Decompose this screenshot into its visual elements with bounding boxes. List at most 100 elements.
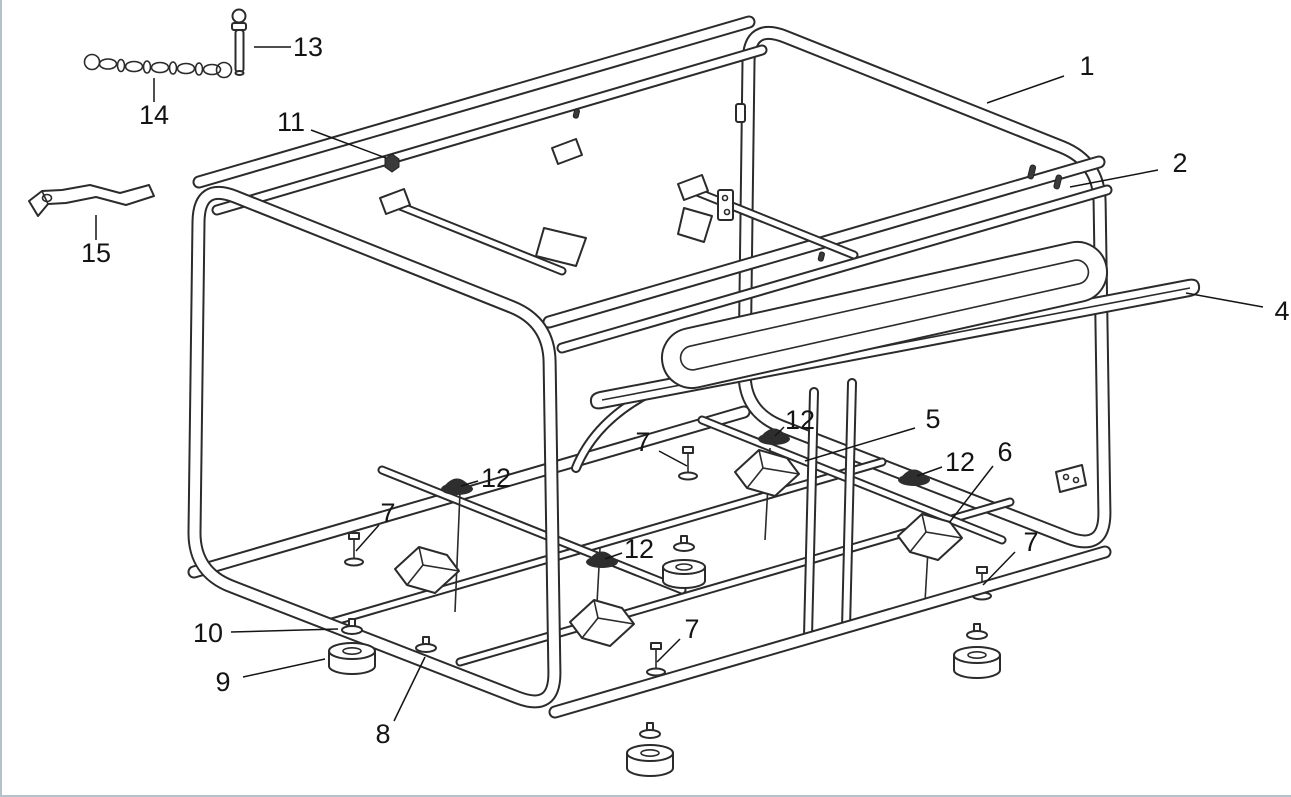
mount-bracket-front-right (569, 599, 635, 647)
callout-7c-label: 7 (1023, 527, 1038, 557)
callout-7a-label: 7 (635, 427, 650, 457)
leader-line-8 (393, 656, 426, 722)
callout-11-label: 11 (277, 107, 305, 137)
frame-top-left-tube-fill (194, 17, 754, 187)
washer-bolt-front (639, 722, 661, 739)
leader-line-7b (355, 524, 380, 552)
leader-line-4 (1185, 292, 1264, 308)
rubber-mounts (441, 428, 930, 568)
top-support-bracket-right (677, 207, 713, 243)
small-bolt-top-2 (817, 251, 825, 262)
loose-parts (28, 8, 247, 217)
callout-4-label: 4 (1274, 296, 1289, 326)
handle-assembly (589, 241, 1201, 410)
engine-bed-rail-front-fill (379, 467, 685, 593)
leader-line-7a (658, 450, 688, 467)
mount-bracket-back-right (897, 513, 963, 561)
mount-bracket-front-left (394, 546, 460, 594)
foot-front (626, 744, 674, 777)
callout-6-label: 6 (997, 437, 1012, 467)
leader-line-11 (310, 129, 387, 159)
callout-7b-label: 7 (380, 498, 395, 528)
leader-lines (95, 46, 1264, 722)
washer-bolt-right (966, 623, 988, 640)
frame-top-front-shelf-tube-fill (558, 186, 1111, 352)
latch-plate-hole-1 (721, 194, 729, 202)
hinge-bracket (735, 103, 746, 123)
callout-7d-label: 7 (684, 614, 699, 644)
callout-2-label: 2 (1172, 148, 1187, 178)
bolt-lower-middle (646, 642, 666, 677)
leader-line-9 (242, 658, 326, 678)
right-loop-tab-hole-2 (1072, 476, 1080, 484)
callout-12b-label: 12 (785, 405, 815, 435)
bed-strut-1 (454, 491, 461, 613)
callout-14-label: 14 (139, 100, 169, 130)
frame-assembly-drawing (187, 15, 1113, 667)
leader-line-5 (804, 427, 916, 462)
middle-upright-tube-2-fill (843, 380, 855, 631)
handle-grip-inner (679, 259, 1090, 371)
washer-bolt-left (341, 618, 363, 635)
foot-middle (662, 559, 706, 589)
frame-top-left-shelf-tube-fill (213, 46, 766, 214)
frame-left-loop (187, 186, 562, 709)
rubber-feet (328, 535, 1001, 777)
rubber-mount-lower (586, 551, 618, 568)
callout-8-label: 8 (375, 719, 390, 749)
callout-12c-label: 12 (945, 447, 975, 477)
top-gusset-bracket-1 (379, 188, 411, 215)
engine-mount-brackets (394, 449, 963, 647)
washer-bolt-8 (415, 636, 437, 653)
leader-line-12a (460, 480, 479, 487)
callout-15-label: 15 (81, 238, 111, 268)
clevis-pin (231, 8, 247, 76)
mount-bracket-back-left (734, 449, 800, 497)
chain (83, 53, 233, 79)
bolt-upper-middle (678, 446, 698, 481)
rubber-mount-upper (758, 428, 790, 445)
hold-down-strap (28, 184, 155, 217)
callout-labels: 1 2 4 5 6 7 7 7 7 8 9 10 11 12 12 12 12 … (81, 32, 1290, 749)
frame-top-cross-member-left-fill (397, 203, 565, 274)
frame-bottom-front-tube-fill (550, 547, 1110, 717)
foot-left (328, 642, 376, 675)
latch-plate (717, 189, 734, 221)
leader-line-7c (982, 551, 1016, 586)
callout-5-label: 5 (925, 404, 940, 434)
right-loop-tab-hole-1 (1062, 473, 1070, 481)
middle-upright-tube-1-fill (805, 389, 817, 639)
foot-right (953, 646, 1001, 679)
frame-right-loop-fill (739, 28, 1110, 547)
latch-plate-hole-2 (723, 208, 731, 216)
leader-line-12d (604, 552, 623, 560)
top-gusset-bracket-2 (551, 138, 583, 165)
rubber-mount-left (441, 478, 473, 495)
small-bolt-top-1 (572, 108, 580, 119)
callout-1-label: 1 (1079, 51, 1094, 81)
rubber-mount-right (898, 469, 930, 486)
flange-nut (384, 153, 400, 173)
frame-pin-2b (1053, 174, 1063, 190)
leader-line-7d (656, 638, 681, 663)
leader-line-12b (774, 426, 785, 437)
leader-line-12c (916, 466, 943, 477)
frame-pin-2a (1027, 164, 1037, 180)
bolt-left (344, 532, 364, 567)
washer-bolt-middle (673, 535, 695, 552)
callout-12a-label: 12 (481, 463, 511, 493)
leader-line-10 (230, 628, 339, 633)
callout-10-label: 10 (193, 618, 223, 648)
leader-line-1 (986, 75, 1065, 104)
top-support-bracket-left (535, 227, 587, 267)
callout-13-label: 13 (293, 32, 323, 62)
frame-top-cross-member-right-fill (689, 187, 857, 258)
right-loop-tab (1055, 464, 1087, 493)
callout-12d-label: 12 (624, 534, 654, 564)
callout-9-label: 9 (215, 667, 230, 697)
bottom-rail-left-fill (329, 459, 885, 625)
leader-line-6 (948, 465, 994, 524)
leader-line-2 (1069, 169, 1159, 188)
